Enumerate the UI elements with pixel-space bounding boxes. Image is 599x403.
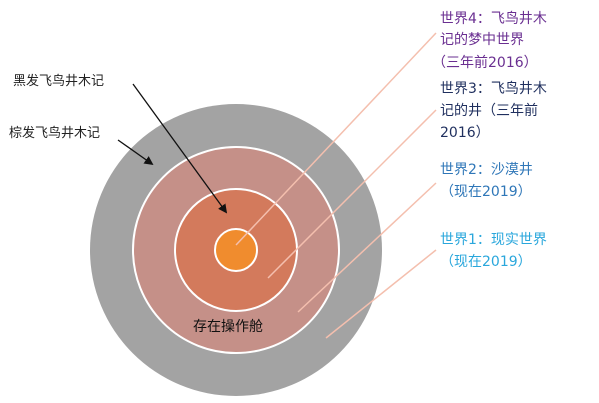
world3-line-2: 记的井（三年前 [440, 102, 538, 119]
core-world4 [214, 228, 258, 272]
world1-line-2: （现在2019） [440, 254, 532, 270]
world1-label: 世界1：现实世界 （现在2019） [440, 232, 547, 270]
arrow-brown-hair [117, 139, 154, 166]
world4-line-2: 记的梦中世界 [440, 32, 524, 48]
label-cockpit: 存在操作舱 [193, 319, 263, 335]
world1-line-1: 世界1：现实世界 [440, 232, 547, 248]
world2-line-2: （现在2019） [440, 184, 532, 200]
world4-line-3: （三年前2016） [432, 54, 538, 71]
world3-line-3: 2016） [440, 125, 490, 141]
world3-label: 世界3：飞鸟井木 记的井（三年前 2016） [440, 81, 547, 141]
label-brown-hair: 棕发飞鸟井木记 [9, 125, 100, 141]
arrow-black-hair [132, 83, 228, 214]
world4-label: 世界4：飞鸟井木 记的梦中世界 （三年前2016） [432, 11, 547, 71]
world2-label: 世界2：沙漠井 （现在2019） [440, 162, 533, 200]
leader-line-world2 [297, 182, 437, 313]
world2-line-1: 世界2：沙漠井 [440, 162, 533, 178]
world4-line-1: 世界4：飞鸟井木 [440, 11, 547, 27]
world3-line-1: 世界3：飞鸟井木 [440, 81, 547, 97]
label-black-hair: 黑发飞鸟井木记 [13, 73, 104, 89]
leader-line-world1 [325, 249, 437, 339]
leader-line-world3 [267, 109, 437, 279]
leader-line-world4 [235, 32, 437, 246]
